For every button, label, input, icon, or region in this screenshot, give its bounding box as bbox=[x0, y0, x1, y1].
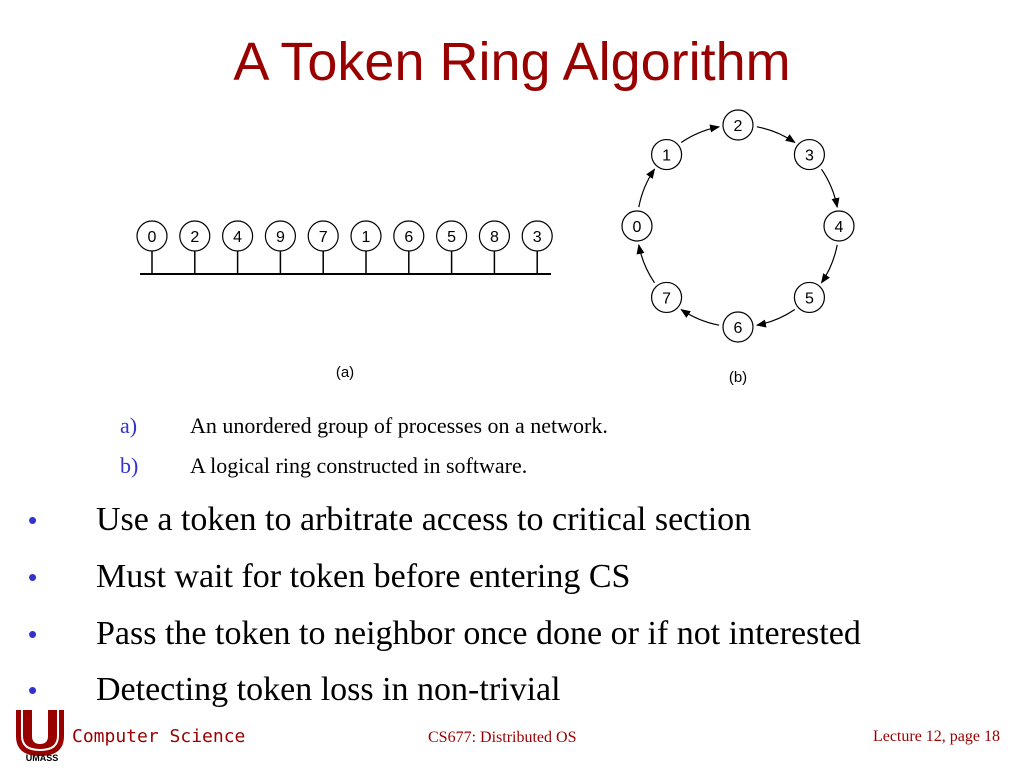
bus-node-label: 1 bbox=[362, 229, 371, 246]
diagram-label-a: (a) bbox=[336, 364, 354, 381]
footer-department: Computer Science bbox=[72, 726, 246, 747]
bus-node-label: 0 bbox=[148, 229, 157, 246]
bullet-marker: • bbox=[28, 619, 38, 649]
bus-node: 6 bbox=[393, 220, 425, 274]
bus-node-label: 7 bbox=[319, 229, 328, 246]
bus-node: 5 bbox=[436, 220, 468, 274]
caption-a-letter: a) bbox=[120, 413, 138, 438]
bus-network-diagram: 0 2 4 9 7 1 6 5 8 3 bbox=[136, 220, 553, 275]
ring-arrow bbox=[680, 308, 720, 326]
bullet-text: Use a token to arbitrate access to criti… bbox=[96, 501, 752, 538]
diagram-label-b: (b) bbox=[729, 369, 747, 386]
ring-node-label: 0 bbox=[633, 219, 642, 236]
bus-node: 2 bbox=[179, 220, 211, 274]
slide-title: A Token Ring Algorithm bbox=[233, 32, 791, 92]
ring-node-label: 5 bbox=[805, 290, 814, 307]
ring-arrow bbox=[680, 124, 721, 143]
ring-node-label: 3 bbox=[805, 148, 814, 165]
logo-wordmark: UMASS bbox=[26, 753, 59, 762]
bus-node-label: 6 bbox=[404, 229, 413, 246]
ring-node: 4 bbox=[823, 210, 855, 242]
bus-node: 4 bbox=[222, 220, 254, 274]
ring-arrow bbox=[636, 243, 655, 284]
umass-logo: UMASS bbox=[16, 710, 68, 762]
bullet-text: Must wait for token before entering CS bbox=[96, 558, 631, 595]
bullet-marker: • bbox=[28, 505, 38, 535]
ring-node: 2 bbox=[722, 109, 754, 141]
bus-node: 8 bbox=[478, 220, 510, 274]
token-ring-diagram: 0 2 4 9 7 1 6 5 8 3 2 3 4 5 6 7 0 1 (a) (b) bbox=[136, 109, 855, 386]
caption-a-text: An unordered group of processes on a net… bbox=[190, 413, 608, 438]
bus-node: 7 bbox=[307, 220, 339, 274]
bus-node-label: 4 bbox=[233, 229, 242, 246]
caption-b-text: A logical ring constructed in software. bbox=[190, 453, 528, 478]
ring-node: 0 bbox=[621, 210, 653, 242]
bus-node-label: 2 bbox=[190, 229, 199, 246]
ring-node: 7 bbox=[650, 281, 683, 314]
ring-node-label: 6 bbox=[734, 320, 743, 337]
bus-node-label: 3 bbox=[533, 229, 542, 246]
ring-arrow bbox=[820, 244, 838, 284]
footer-page-number: Lecture 12, page 18 bbox=[872, 728, 1000, 745]
ring-node-label: 1 bbox=[662, 148, 671, 165]
ring-arrow bbox=[755, 309, 796, 328]
bullet-text: Pass the token to neighbor once done or … bbox=[96, 615, 861, 652]
ring-node: 3 bbox=[793, 138, 826, 171]
bus-node-label: 5 bbox=[447, 229, 456, 246]
bus-node: 9 bbox=[264, 220, 296, 274]
bus-node: 0 bbox=[136, 220, 168, 274]
ring-arrow bbox=[821, 168, 840, 209]
bullet-text: Detecting token loss in non-trivial bbox=[96, 671, 561, 708]
bus-node: 1 bbox=[350, 220, 382, 274]
ring-node-label: 4 bbox=[835, 219, 844, 236]
ring-node-label: 7 bbox=[662, 290, 671, 307]
logical-ring-diagram: 2 3 4 5 6 7 0 1 bbox=[621, 109, 855, 343]
ring-arrow bbox=[756, 126, 796, 144]
bullet-marker: • bbox=[28, 562, 38, 592]
bus-node-label: 9 bbox=[276, 229, 285, 246]
bus-node-label: 8 bbox=[490, 229, 499, 246]
ring-node: 1 bbox=[650, 138, 683, 171]
bus-node: 3 bbox=[521, 220, 553, 274]
bullet-marker: • bbox=[28, 675, 38, 705]
ring-node-label: 2 bbox=[734, 118, 743, 135]
ring-node: 6 bbox=[722, 311, 754, 343]
ring-node: 5 bbox=[793, 281, 826, 314]
footer-course: CS677: Distributed OS bbox=[428, 729, 577, 746]
ring-arrow bbox=[638, 168, 656, 208]
caption-b-letter: b) bbox=[120, 453, 139, 478]
